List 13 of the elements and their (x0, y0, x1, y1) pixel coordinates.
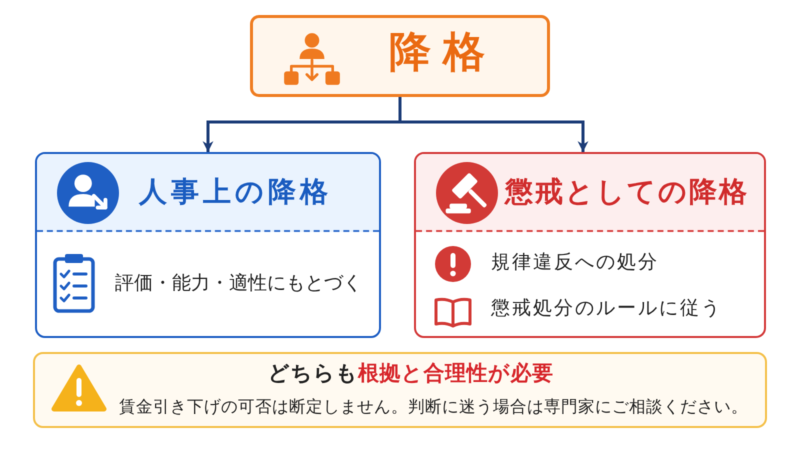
note-text: 賃金引き下げの可否は断定しません。判断に迷う場合は専門家にご相談ください。 (119, 397, 748, 417)
item-text: 規律違反への処分 (491, 251, 659, 274)
card-title: 懲戒としての降格 (505, 175, 749, 209)
connector-arrow (398, 97, 588, 152)
note-banner (33, 352, 767, 428)
card-title: 人事上の降格 (139, 175, 332, 209)
title-box (250, 15, 550, 97)
item-text: 評価・能力・適性にもとづく (115, 272, 362, 295)
category-card (35, 152, 381, 338)
heading-text: 降格 (389, 27, 497, 78)
item-text: 懲戒処分のルールに従う (491, 297, 722, 320)
note-heading: どちらも根拠と合理性が必要 (268, 361, 554, 386)
category-card (414, 152, 766, 338)
